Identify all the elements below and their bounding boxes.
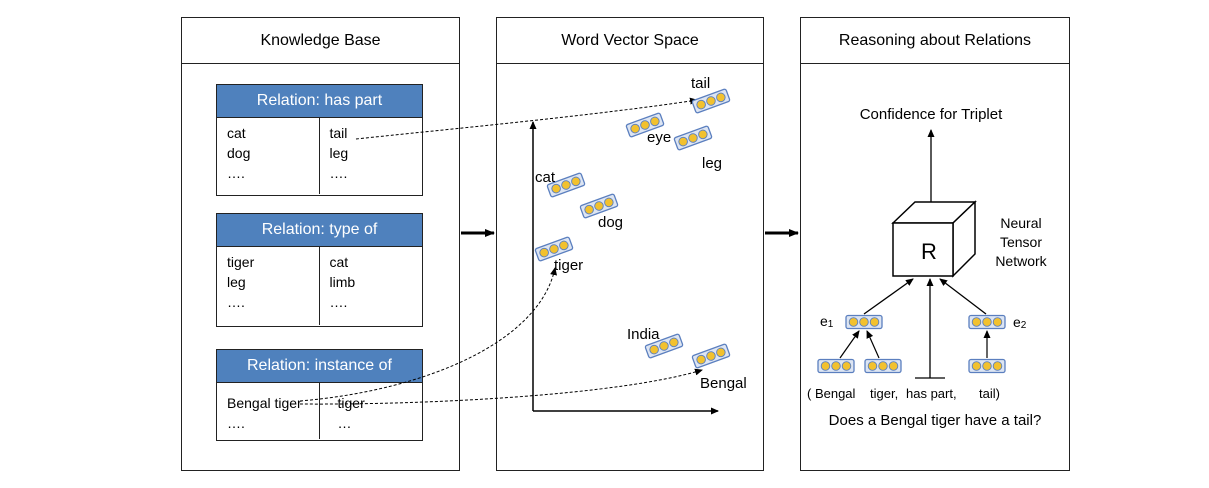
- e2-to-r-arrow: [939, 278, 987, 315]
- reasoning-title: Reasoning about Relations: [801, 18, 1069, 64]
- table-cell: ….: [329, 165, 348, 181]
- triplet-relation: has part,: [906, 386, 957, 401]
- table-cell: cat: [329, 254, 349, 270]
- table-cell: ….: [227, 294, 245, 310]
- r-label: R: [921, 239, 937, 264]
- e2-label: e2: [1013, 314, 1027, 331]
- table-cell: tiger: [337, 395, 365, 411]
- bengal-vector: [691, 343, 731, 369]
- relation-table-has-part: Relation: has part cat dog …. tail leg ……: [216, 84, 423, 196]
- table-cell: leg: [227, 274, 246, 290]
- table-cell: limb: [329, 274, 356, 290]
- relation-title: Relation: instance of: [217, 350, 422, 383]
- e1-label: e1: [820, 313, 834, 330]
- relation-subjects: tiger leg ….: [217, 247, 320, 325]
- e1-vector: [845, 314, 883, 330]
- triplet-subject-a: ( Bengal: [807, 386, 856, 401]
- cat-label: cat: [535, 169, 556, 186]
- table-cell: tiger: [227, 254, 255, 270]
- tail-input-vector: [968, 358, 1006, 374]
- table-cell: cat: [227, 125, 246, 141]
- tiger-to-e1-arrow: [866, 330, 880, 359]
- network-label-line3: Network: [995, 253, 1047, 269]
- table-cell: ….: [227, 165, 245, 181]
- network-label-line1: Neural: [1000, 215, 1041, 231]
- dashed-arrow-bengal: [299, 368, 703, 405]
- tail-label: tail: [691, 75, 710, 92]
- table-cell: ….: [227, 415, 245, 431]
- tiger-label: tiger: [554, 257, 583, 274]
- table-cell: dog: [227, 145, 251, 161]
- relation-objects: tiger …: [320, 383, 423, 439]
- eye-label: eye: [647, 129, 671, 146]
- knowledge-base-panel: Knowledge Base Relation: has part cat do…: [181, 17, 460, 471]
- relation-title: Relation: has part: [217, 85, 422, 118]
- leg-label: leg: [702, 155, 722, 172]
- neural-tensor-cube: [891, 200, 977, 278]
- leg-vector: [673, 125, 713, 151]
- e2-vector: [968, 314, 1006, 330]
- relation-title: Relation: type of: [217, 214, 422, 247]
- relation-table-instance-of: Relation: instance of Bengal tiger …. ti…: [216, 349, 423, 441]
- word-vector-space-title: Word Vector Space: [497, 18, 763, 64]
- table-cell: tail: [329, 125, 348, 141]
- tiger-input-vector: [864, 358, 902, 374]
- tail-vector: [691, 88, 731, 114]
- question-text: Does a Bengal tiger have a tail?: [829, 412, 1042, 429]
- india-label: India: [627, 326, 660, 343]
- bengal-label: Bengal: [700, 375, 747, 392]
- dashed-arrow-tiger: [299, 267, 557, 402]
- bengal-input-vector: [817, 358, 855, 374]
- triplet-subject-b: tiger,: [870, 386, 898, 401]
- relation-table-type-of: Relation: type of tiger leg …. cat limb …: [216, 213, 423, 327]
- e1-to-r-arrow: [863, 278, 914, 315]
- table-cell: leg: [329, 145, 349, 161]
- confidence-label: Confidence for Triplet: [860, 106, 1003, 123]
- relation-subjects: cat dog ….: [217, 118, 320, 194]
- relation-objects: tail leg ….: [320, 118, 423, 194]
- table-cell: ….: [329, 294, 348, 310]
- relation-objects: cat limb ….: [320, 247, 423, 325]
- relation-subjects: Bengal tiger ….: [217, 383, 320, 439]
- triplet-object: tail): [979, 386, 1000, 401]
- table-cell: Bengal tiger: [227, 395, 302, 411]
- bengal-to-e1-arrow: [839, 330, 860, 359]
- table-cell: …: [337, 415, 352, 431]
- dashed-arrow-tail: [355, 97, 698, 140]
- dog-label: dog: [598, 214, 623, 231]
- knowledge-base-title: Knowledge Base: [182, 18, 459, 64]
- network-label-line2: Tensor: [1000, 234, 1042, 250]
